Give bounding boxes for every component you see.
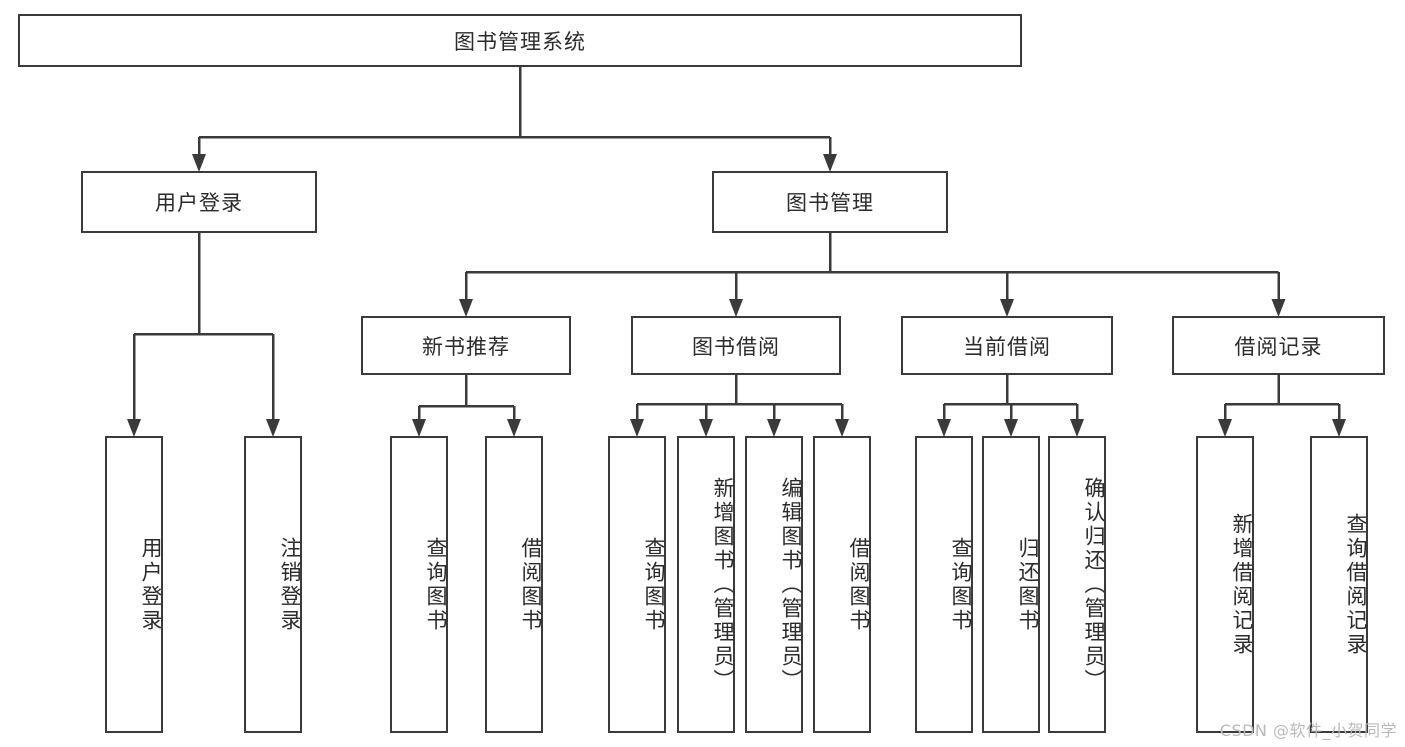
node-leaf-edit-book-admin[interactable]: 编辑图书（管理员） [745, 436, 803, 733]
node-root[interactable]: 图书管理系统 [18, 14, 1022, 67]
node-label: 新增借阅记录 [1230, 512, 1254, 657]
node-leaf-user-login[interactable]: 用户登录 [105, 436, 163, 733]
node-leaf-confirm-return-admin[interactable]: 确认归还（管理员） [1048, 436, 1106, 733]
node-new-book-recommend[interactable]: 新书推荐 [361, 316, 571, 375]
csdn-watermark: CSDN @软件_小贺同学 [1219, 721, 1397, 740]
node-label: 图书借阅 [692, 334, 780, 359]
node-leaf-query-book-borrow[interactable]: 查询图书 [608, 436, 666, 733]
node-label: 查询图书 [424, 536, 448, 633]
node-label: 查询借阅记录 [1344, 512, 1368, 657]
node-label: 查询图书 [642, 536, 666, 633]
node-borrow-record[interactable]: 借阅记录 [1172, 316, 1385, 375]
node-label: 归还图书 [1016, 536, 1040, 633]
node-label: 借阅记录 [1234, 334, 1323, 359]
node-label: 图书管理系统 [454, 29, 586, 54]
node-leaf-borrow-book-recommend[interactable]: 借阅图书 [485, 436, 543, 733]
node-label: 当前借阅 [963, 334, 1051, 359]
node-leaf-query-book-current[interactable]: 查询图书 [915, 436, 973, 733]
node-leaf-user-logout[interactable]: 注销登录 [244, 436, 302, 733]
node-label: 查询图书 [949, 536, 973, 633]
node-label: 新增图书（管理员） [711, 476, 735, 693]
node-leaf-add-borrow-record[interactable]: 新增借阅记录 [1196, 436, 1254, 733]
node-leaf-return-book[interactable]: 归还图书 [982, 436, 1040, 733]
node-book-borrow[interactable]: 图书借阅 [631, 316, 841, 375]
node-label: 编辑图书（管理员） [779, 476, 803, 693]
node-label: 新书推荐 [422, 334, 510, 359]
node-leaf-query-book-recommend[interactable]: 查询图书 [390, 436, 448, 733]
node-leaf-borrow-book[interactable]: 借阅图书 [813, 436, 871, 733]
node-user-login[interactable]: 用户登录 [81, 171, 317, 233]
node-label: 借阅图书 [519, 536, 543, 633]
node-leaf-query-borrow-record[interactable]: 查询借阅记录 [1310, 436, 1368, 733]
node-label: 用户登录 [139, 536, 163, 633]
node-label: 注销登录 [278, 536, 302, 633]
node-label: 用户登录 [155, 191, 243, 215]
node-leaf-add-book-admin[interactable]: 新增图书（管理员） [677, 436, 735, 733]
node-book-manage[interactable]: 图书管理 [712, 171, 948, 233]
node-current-borrow[interactable]: 当前借阅 [901, 316, 1113, 375]
node-label: 借阅图书 [847, 536, 871, 633]
node-label: 确认归还（管理员） [1082, 476, 1106, 693]
node-label: 图书管理 [786, 191, 874, 215]
